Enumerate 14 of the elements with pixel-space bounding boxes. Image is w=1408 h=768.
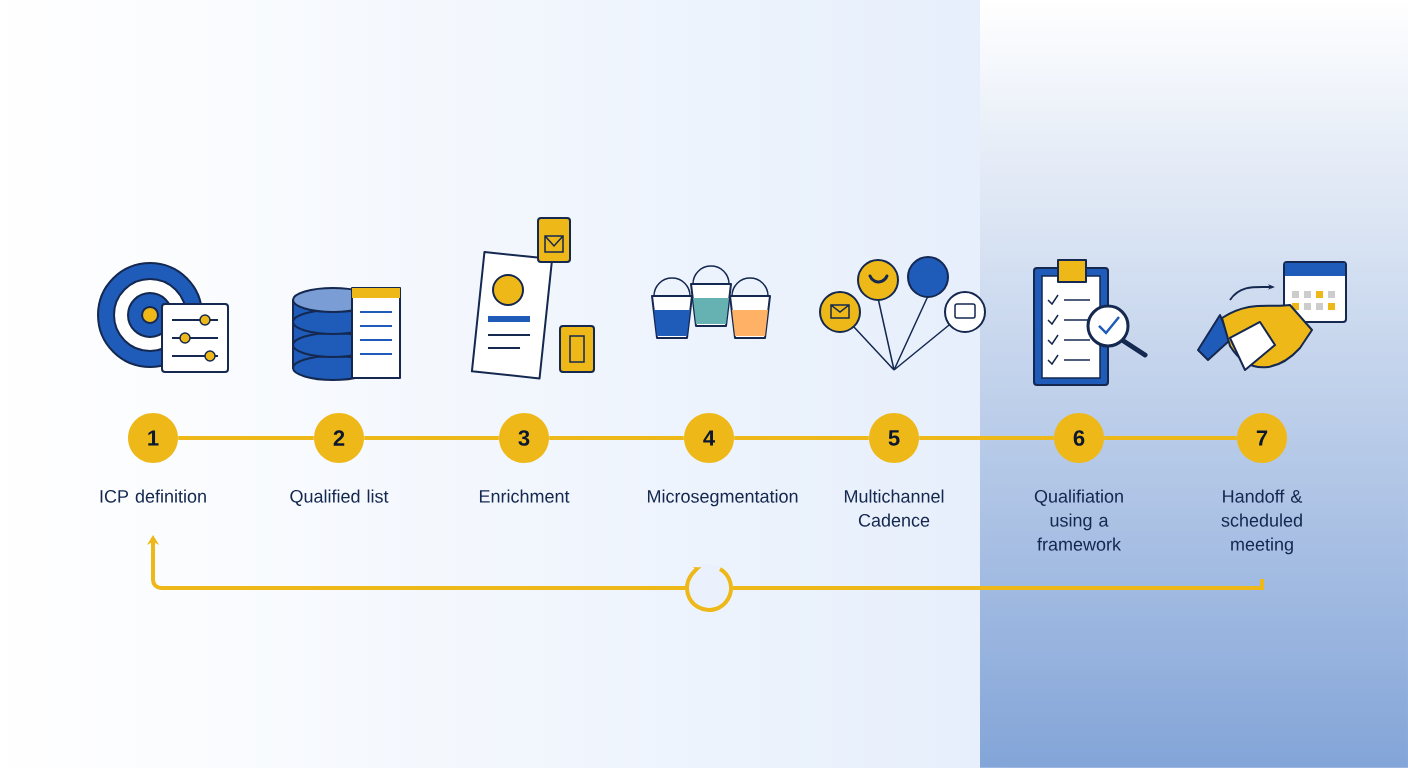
step-label: Qualifiation using a framework <box>1034 489 1123 551</box>
connector-line <box>146 535 1264 590</box>
step-label: ICP definition <box>100 489 206 503</box>
step-label: Handoff & scheduled meeting <box>1221 489 1303 555</box>
connector-line <box>549 436 684 440</box>
connector-line <box>364 436 499 440</box>
step-label: Qualified list <box>290 489 389 506</box>
step-label: Microsegmentation <box>648 489 798 507</box>
step-label: Enrichment <box>479 489 570 503</box>
connector-line <box>178 436 314 440</box>
connector-line <box>919 436 1054 440</box>
connector-line <box>734 436 869 440</box>
connector-line <box>1104 436 1237 440</box>
step-label: Multichannel Cadence <box>844 489 944 527</box>
